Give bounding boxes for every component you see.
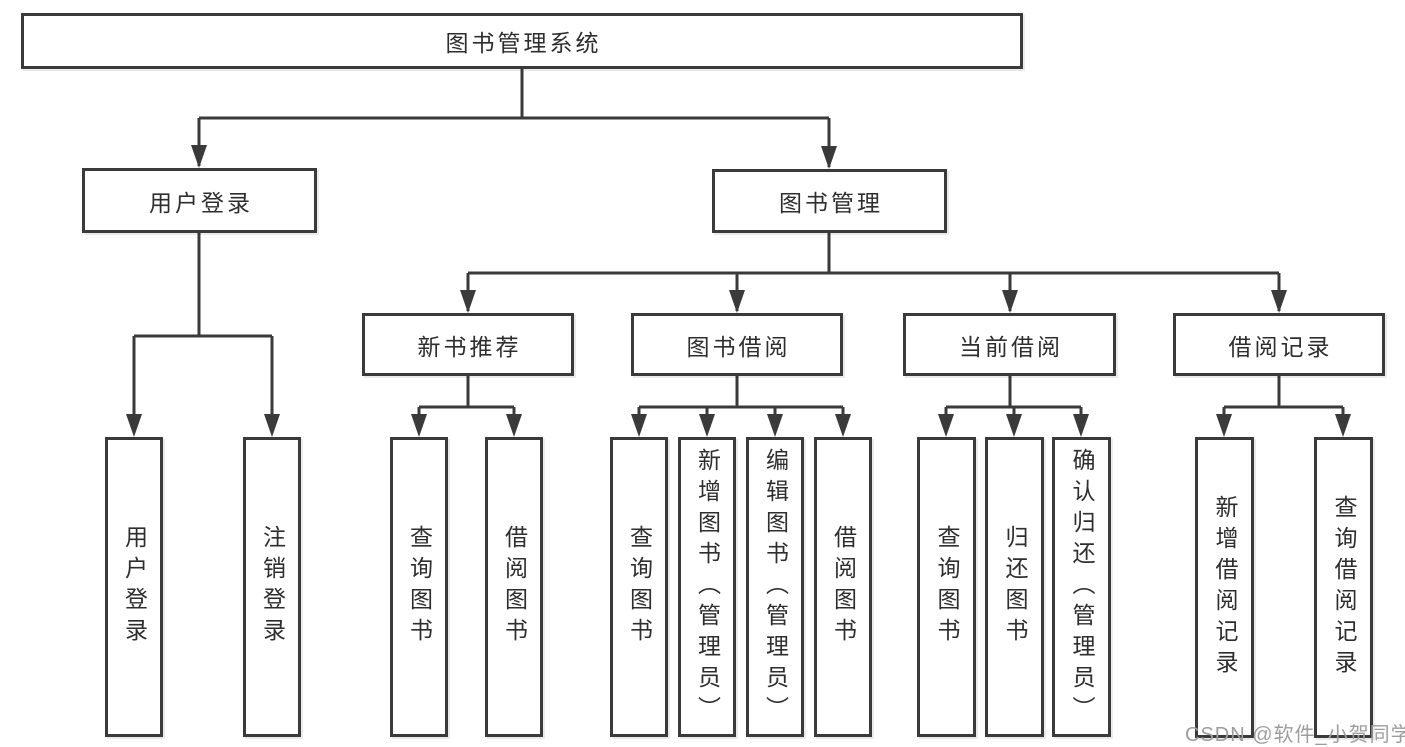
arrow-icon: [938, 414, 954, 437]
arrow-icon: [191, 145, 207, 168]
leaf-edit-book-admin: 编辑图书（管理员）: [746, 437, 804, 737]
arrow-icon: [1216, 414, 1232, 437]
arrow-icon: [1073, 414, 1089, 437]
arrow-icon: [699, 414, 715, 437]
arrow-icon: [1006, 414, 1022, 437]
leaf-user-login: 用户登录: [105, 437, 163, 737]
arrow-icon: [821, 146, 837, 169]
leaf-query-books-current: 查询图书: [917, 437, 976, 737]
arrow-icon: [835, 414, 851, 437]
arrow-icon: [729, 290, 745, 313]
arrowheads: [126, 145, 1351, 437]
arrow-icon: [1002, 290, 1018, 313]
leaf-query-books-borrow: 查询图书: [610, 437, 668, 737]
node-book-borrow: 图书借阅: [631, 313, 843, 376]
leaf-borrow-books-borrow: 借阅图书: [814, 437, 872, 737]
leaf-logout: 注销登录: [243, 437, 301, 737]
arrow-icon: [126, 414, 142, 437]
leaf-add-book-admin: 新增图书（管理员）: [678, 437, 736, 737]
node-current-borrow: 当前借阅: [903, 313, 1116, 376]
leaf-query-books-recommend: 查询图书: [390, 437, 448, 737]
arrow-icon: [460, 290, 476, 313]
leaf-add-borrow-record: 新增借阅记录: [1195, 437, 1254, 738]
arrow-icon: [1335, 414, 1351, 437]
arrow-icon: [631, 414, 647, 437]
leaf-query-borrow-record: 查询借阅记录: [1314, 437, 1373, 738]
leaf-confirm-return-admin: 确认归还（管理员）: [1052, 437, 1111, 737]
csdn-watermark: CSDN @软件_小贺同学: [1185, 724, 1405, 746]
leaf-return-book: 归还图书: [985, 437, 1044, 737]
arrow-icon: [767, 414, 783, 437]
node-borrow-records: 借阅记录: [1173, 313, 1385, 376]
arrow-icon: [506, 414, 522, 437]
node-book-management: 图书管理: [712, 169, 947, 233]
node-user-login: 用户登录: [82, 168, 317, 233]
leaf-borrow-books-recommend: 借阅图书: [485, 437, 543, 737]
node-root: 图书管理系统: [21, 13, 1023, 69]
arrow-icon: [264, 414, 280, 437]
arrow-icon: [1271, 290, 1287, 313]
arrow-icon: [411, 414, 427, 437]
node-new-book-recommend: 新书推荐: [362, 313, 574, 376]
